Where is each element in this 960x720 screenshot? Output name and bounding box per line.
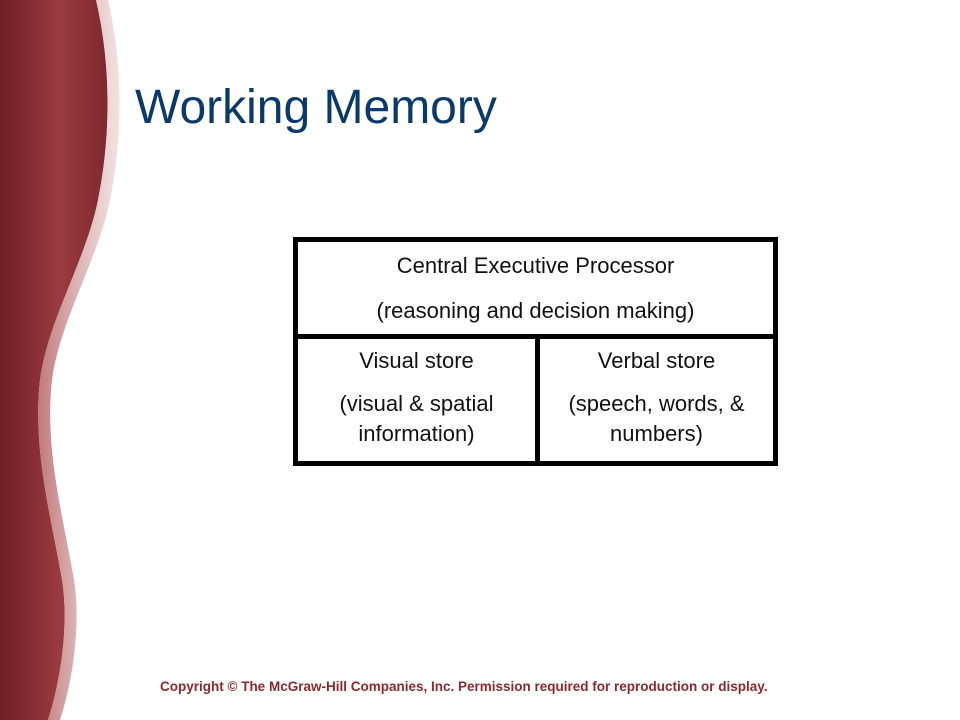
central-executive-box: Central Executive Processor (reasoning a…	[298, 242, 773, 339]
slide-title: Working Memory	[135, 81, 497, 134]
decorative-side-band	[0, 0, 120, 720]
stores-row: Visual store (visual & spatial informati…	[298, 339, 773, 461]
central-executive-label: Central Executive Processor	[396, 253, 675, 278]
visual-store-label: Visual store	[359, 348, 474, 373]
visual-store-box: Visual store (visual & spatial informati…	[298, 339, 540, 461]
copyright-notice: Copyright © The McGraw-Hill Companies, I…	[160, 679, 768, 694]
verbal-store-description: (speech, words, & numbers)	[568, 391, 745, 446]
verbal-store-label: Verbal store	[597, 348, 716, 373]
verbal-store-box: Verbal store (speech, words, & numbers)	[540, 339, 773, 461]
working-memory-diagram: Central Executive Processor (reasoning a…	[293, 237, 778, 466]
visual-store-description: (visual & spatial information)	[339, 391, 494, 446]
central-executive-description: (reasoning and decision making)	[376, 298, 695, 323]
